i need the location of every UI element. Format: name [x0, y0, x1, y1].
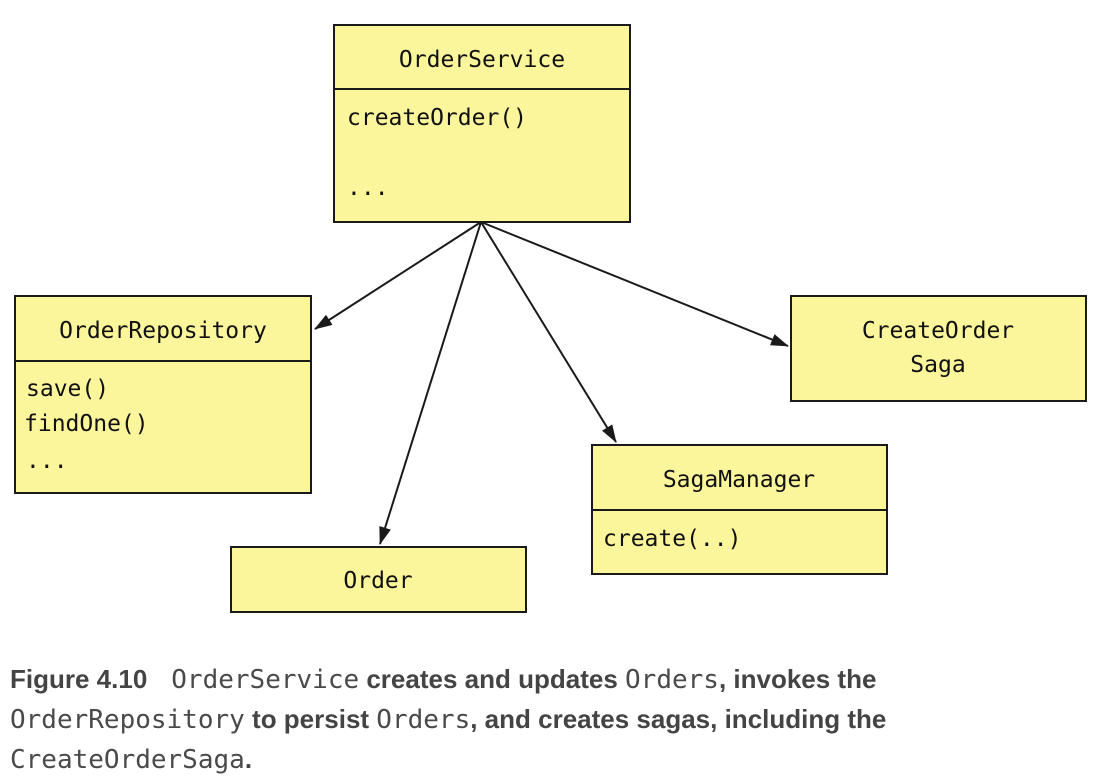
arrow-to-order: [379, 221, 482, 545]
caption-code-create-order-saga: CreateOrderSaga: [10, 745, 245, 775]
order-service-method-create-order: createOrder(): [347, 105, 527, 131]
caption-text-1: creates and updates: [359, 664, 626, 694]
order-box: [230, 546, 527, 613]
order-title: Order: [343, 568, 412, 594]
caption-code-orders-1: Orders: [625, 665, 719, 695]
caption-code-order-service: OrderService: [171, 665, 360, 695]
caption-text-2: , invokes the: [718, 664, 877, 694]
saga-manager-method-create: create(..): [603, 526, 741, 552]
association-arrows: [314, 221, 789, 545]
create-order-saga-title-line-2: Saga: [910, 352, 965, 378]
saga-manager-title: SagaManager: [663, 467, 815, 493]
caption-text-5: .: [244, 744, 253, 774]
order-service-class: OrderService createOrder() ...: [333, 24, 631, 223]
class-diagram: OrderService createOrder() ... OrderRepo…: [14, 24, 1087, 613]
figure-caption: Figure 4.10 OrderService creates and upda…: [10, 660, 1090, 780]
order-repository-method-save: save(): [26, 376, 109, 402]
figure-label: Figure 4.10: [10, 664, 148, 694]
caption-text-4: , and creates sagas, including the: [470, 704, 887, 734]
arrow-to-order-repository: [314, 221, 482, 330]
order-repository-box: [14, 295, 312, 494]
saga-manager-class: SagaManager create(..): [591, 444, 888, 575]
arrow-to-create-order-saga: [480, 221, 789, 347]
create-order-saga-class: CreateOrder Saga: [790, 295, 1087, 402]
order-service-box: [333, 24, 631, 223]
order-class: Order: [230, 546, 527, 613]
order-service-title: OrderService: [399, 47, 565, 73]
order-repository-class: OrderRepository save() findOne() ...: [14, 295, 312, 494]
caption-code-orders-2: Orders: [376, 705, 471, 735]
caption-text-3: to persist: [244, 704, 377, 734]
create-order-saga-title-line-1: CreateOrder: [862, 318, 1014, 344]
order-repository-title: OrderRepository: [59, 318, 267, 344]
create-order-saga-box: [790, 295, 1087, 402]
arrow-to-saga-manager: [480, 221, 617, 443]
order-repository-method-find-one: findOne(): [24, 411, 149, 437]
order-service-method-ellipsis: ...: [347, 175, 389, 201]
order-repository-method-ellipsis: ...: [26, 448, 68, 474]
caption-code-order-repository: OrderRepository: [10, 705, 245, 735]
